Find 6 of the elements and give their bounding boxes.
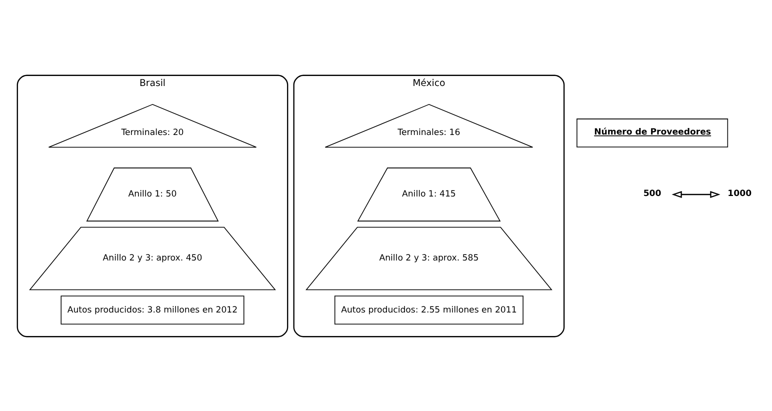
node-box: Número de Proveedores [576, 118, 728, 147]
node-box: Autos producidos: 3.8 millones en 2012 [60, 295, 244, 324]
node-box: Autos producidos: 2.55 millones en 2011 [334, 295, 524, 324]
node-text: 500 [643, 188, 662, 198]
arrow [672, 190, 720, 198]
node-text: 1000 [728, 188, 752, 198]
